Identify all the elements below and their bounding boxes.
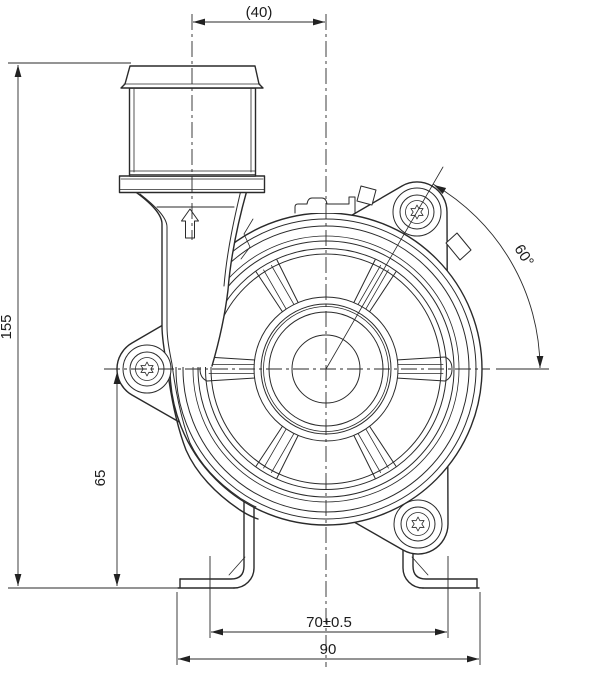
angle-reference-line bbox=[325, 166, 444, 370]
flow-direction-arrow-icon bbox=[181, 208, 199, 239]
dim-label-overall-height: 155 bbox=[0, 314, 15, 339]
dim-label-ear-angle: 60° bbox=[510, 241, 537, 269]
casing-top-tab bbox=[294, 196, 356, 214]
dimension-top-width: (40) bbox=[193, 4, 325, 26]
torx-screw-icon bbox=[394, 500, 442, 548]
dim-label-top-width: (40) bbox=[246, 4, 273, 21]
impeller-cover-spokes bbox=[199, 259, 453, 479]
dim-label-axis-height: 65 bbox=[92, 470, 109, 487]
dimension-overall-height: 155 bbox=[0, 62, 178, 589]
volute-neck bbox=[131, 189, 259, 520]
centerlines bbox=[104, 14, 490, 667]
mounting-foot-right bbox=[402, 499, 480, 589]
mounting-foot-left bbox=[177, 499, 255, 589]
dim-label-base-width: 90 bbox=[320, 641, 337, 658]
dim-label-foot-spacing: 70±0.5 bbox=[306, 614, 352, 631]
dimension-axis-height: 65 bbox=[92, 372, 121, 586]
dimension-base-width: 90 bbox=[176, 592, 481, 665]
bracket-tab-upper bbox=[356, 185, 377, 206]
mounting-ear-bottom-right bbox=[394, 500, 442, 548]
dimension-foot-spacing: 70±0.5 bbox=[209, 556, 449, 638]
bracket-tab-right bbox=[445, 232, 472, 261]
